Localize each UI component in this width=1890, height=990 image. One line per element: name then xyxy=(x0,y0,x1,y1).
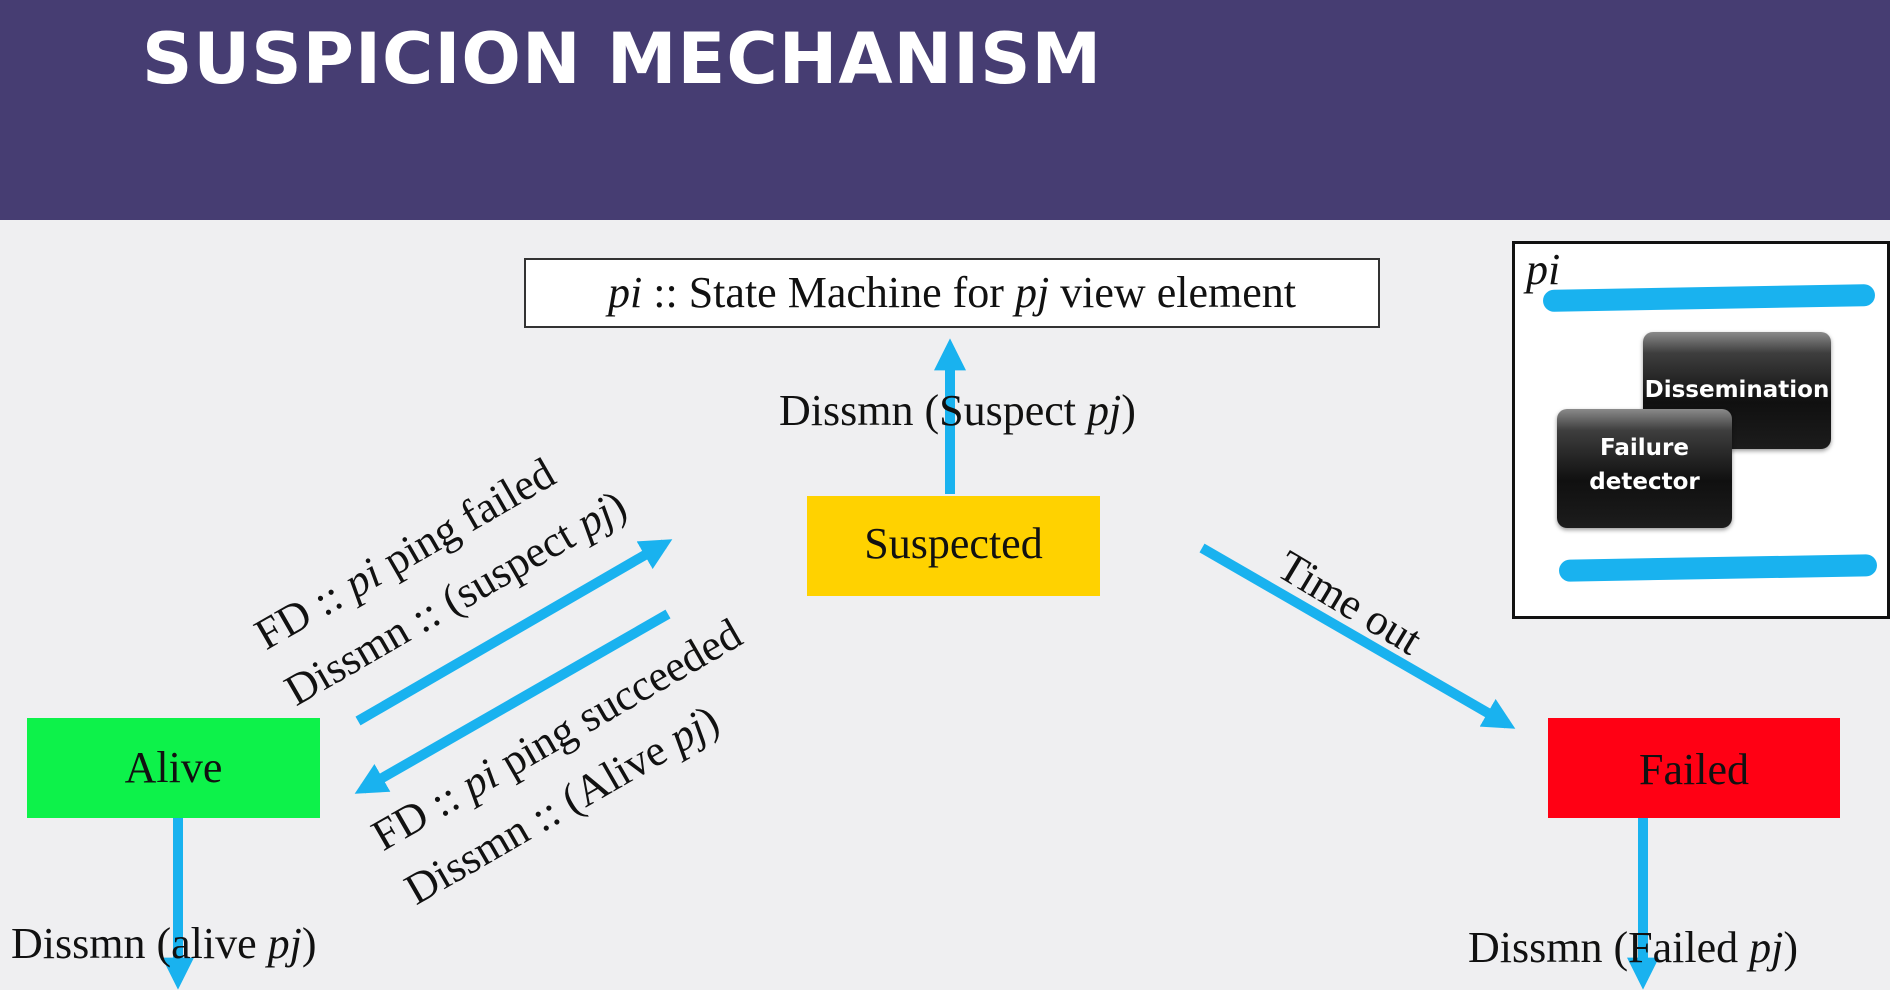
inset-pi-label: pi xyxy=(1526,245,1561,294)
label-dissmn-failed: Dissmn (Failed pj) xyxy=(1468,922,1798,973)
caption-rest: view element xyxy=(1049,268,1296,317)
slide-title: SUSPICION MECHANISM xyxy=(142,18,1103,100)
failure-detector-line1: Failure xyxy=(1600,435,1689,461)
label-dissmn-suspect: Dissmn (Suspect pj) xyxy=(779,385,1136,436)
inset-top-bar xyxy=(1542,284,1876,312)
inset-bottom-bar xyxy=(1558,554,1878,582)
caption-pj: pj xyxy=(1014,268,1050,317)
header-banner: SUSPICION MECHANISM xyxy=(0,0,1890,220)
caption-sep: :: State Machine for xyxy=(642,268,1015,317)
state-failed: Failed xyxy=(1548,718,1840,818)
label-dissmn-alive-close: ) xyxy=(301,919,317,968)
label-dissmn-suspect-close: ) xyxy=(1121,386,1136,435)
arrow-suspected-to-alive xyxy=(354,609,671,794)
label-dissmn-suspect-pj: pj xyxy=(1087,386,1122,435)
label-dissmn-failed-text: Dissmn (Failed xyxy=(1468,923,1750,972)
component-inset: pi Dissemination Failure detector xyxy=(1512,241,1890,619)
arrow-suspected-to-failed xyxy=(1199,543,1516,729)
failure-detector-block: Failure detector xyxy=(1557,409,1732,528)
caption-pi: pi xyxy=(608,268,643,317)
label-dissmn-alive-pj: pj xyxy=(267,919,302,968)
state-suspected: Suspected xyxy=(807,496,1100,596)
state-machine-caption: pi :: State Machine for pj view element xyxy=(524,258,1380,328)
label-dissmn-alive: Dissmn (alive pj) xyxy=(11,918,317,969)
label-dissmn-failed-close: ) xyxy=(1783,923,1798,972)
label-dissmn-suspect-text: Dissmn (Suspect xyxy=(779,386,1087,435)
label-dissmn-alive-text: Dissmn (alive xyxy=(11,919,268,968)
label-dissmn-failed-pj: pj xyxy=(1749,923,1784,972)
arrow-alive-to-suspected xyxy=(355,539,673,726)
state-alive: Alive xyxy=(27,718,320,818)
failure-detector-line2: detector xyxy=(1589,469,1700,495)
